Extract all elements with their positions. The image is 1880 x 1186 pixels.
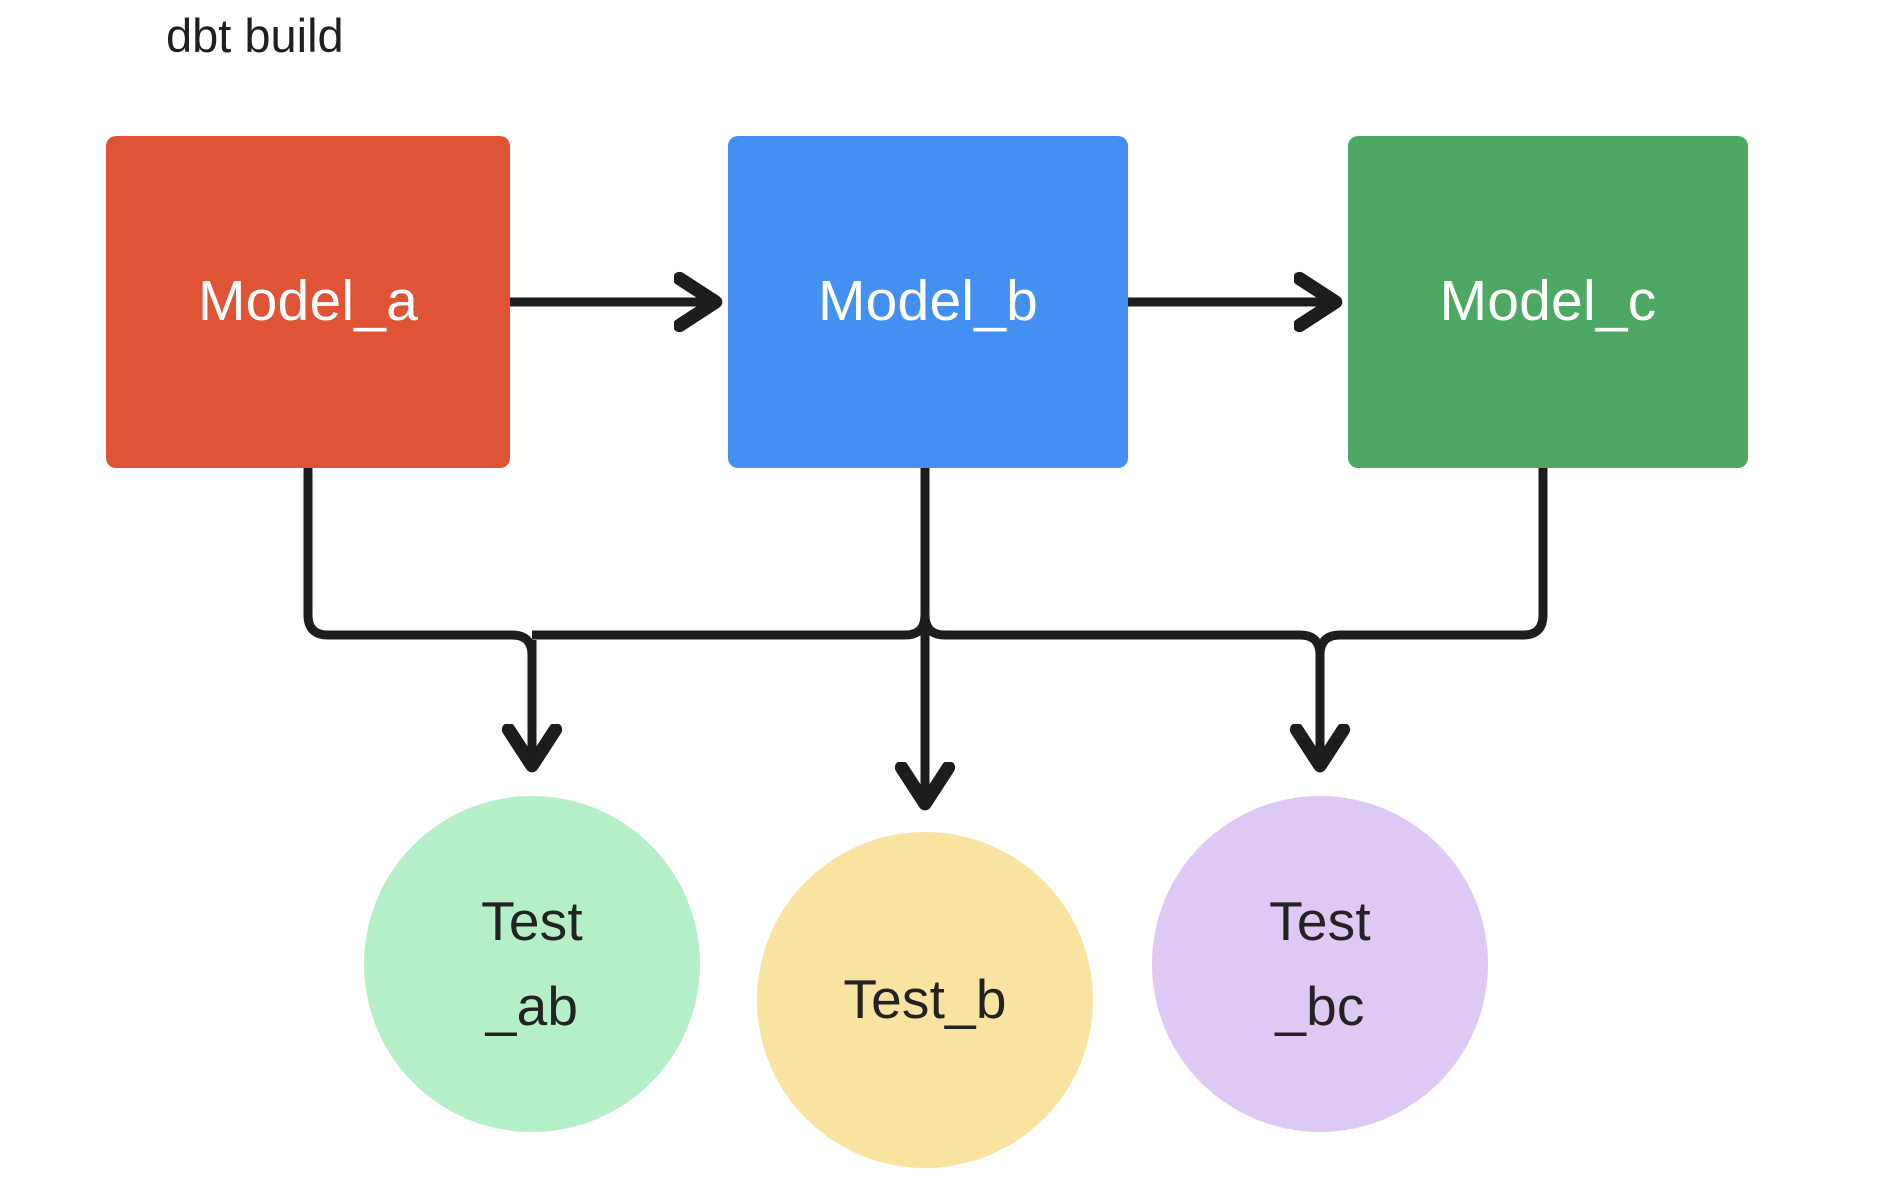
node-model-a-label: Model_a — [197, 269, 419, 334]
node-model-b[interactable]: Model_b — [728, 136, 1128, 468]
node-test-b-label-line1: Test_b — [843, 968, 1007, 1031]
node-model-c-label: Model_c — [1439, 269, 1657, 334]
bus-segment-right — [920, 614, 1325, 656]
node-test-ab[interactable]: Test _ab — [364, 796, 700, 1132]
node-test-ab-label-line2: _ab — [485, 975, 579, 1037]
node-model-c[interactable]: Model_c — [1348, 136, 1748, 468]
node-model-b-label: Model_b — [817, 269, 1039, 334]
bus-segment-left — [532, 614, 930, 640]
diagram-title: dbt build — [166, 9, 344, 62]
node-test-b[interactable]: Test_b — [757, 832, 1093, 1168]
node-test-bc-label: Test _bc — [1269, 879, 1371, 1050]
node-test-ab-label: Test _ab — [481, 879, 583, 1050]
node-model-a[interactable]: Model_a — [106, 136, 510, 468]
edge-model-c-to-bus — [1315, 468, 1548, 656]
node-test-bc[interactable]: Test _bc — [1152, 796, 1488, 1132]
node-test-bc-label-line2: _bc — [1275, 975, 1365, 1037]
node-test-ab-label-line1: Test — [481, 889, 583, 952]
node-test-bc-label-line1: Test — [1269, 889, 1371, 952]
node-test-b-label: Test_b — [843, 957, 1006, 1042]
edge-model-a-to-bus — [303, 468, 537, 656]
